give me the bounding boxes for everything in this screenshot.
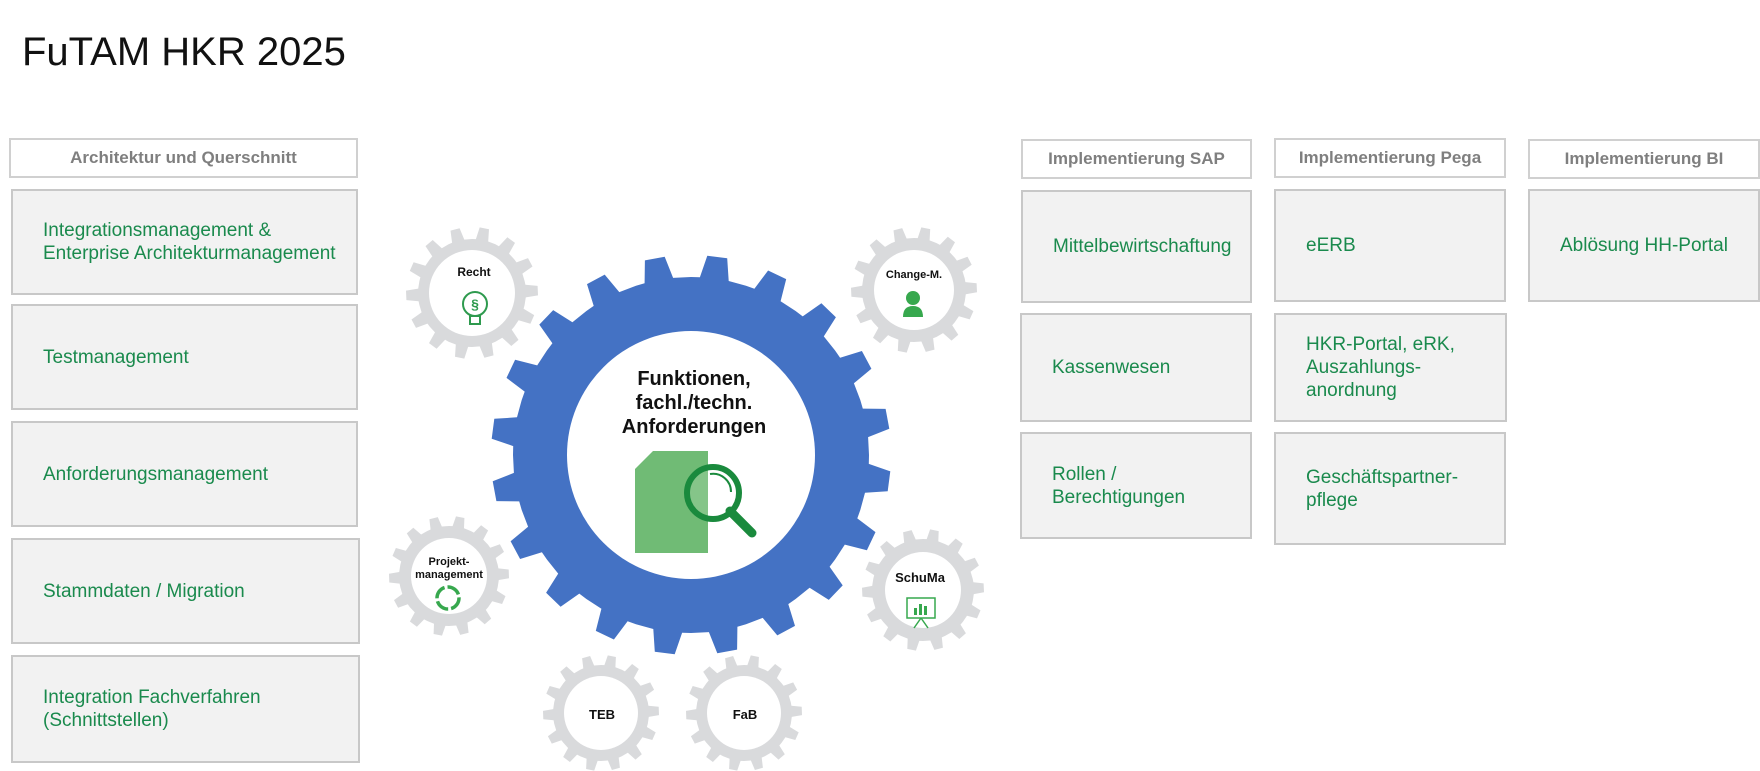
pega-item-hkr-portal: HKR-Portal, eRK, Auszahlungs- anordnung [1274,313,1507,422]
architecture-column-header: Architektur und Querschnitt [9,138,358,178]
document-search-icon [635,451,757,553]
gears-layer [389,227,984,771]
schuma-gear [862,529,984,651]
presentation-board-icon [906,597,936,629]
center-gear-line-3: Anforderungen [622,416,766,438]
recht-gear [406,227,538,359]
fab-label: FaB [733,707,758,722]
center-gear-line-1: Funktionen, [637,368,750,390]
lightbulb-paragraph-icon: § [462,291,488,325]
projekt-gear [389,516,509,636]
teb-gear [543,655,659,771]
architecture-item-stammdaten: Stammdaten / Migration [11,538,360,644]
architecture-item-testmanagement: Testmanagement [11,304,358,410]
cycle-icon [435,585,461,611]
bi-item-abloesung: Ablösung HH-Portal [1528,189,1760,302]
center-gear-line-2: fachl./techn. [636,392,753,414]
architecture-item-integrationsmanagement: Integrationsmanagement & Enterprise Arch… [11,189,358,295]
pega-item-eerb: eERB [1274,189,1506,302]
sap-column-header: Implementierung SAP [1021,139,1252,179]
projekt-label-line-2: management [415,569,483,581]
architecture-item-anforderungsmanagement: Anforderungsmanagement [11,421,358,527]
page-title: FuTAM HKR 2025 [22,30,346,74]
schuma-label: SchuMa [895,570,946,585]
sap-item-kassenwesen: Kassenwesen [1020,313,1252,422]
architecture-item-integration-fachverfahren: Integration Fachverfahren (Schnittstelle… [11,655,360,763]
sap-item-rollen: Rollen / Berechtigungen [1020,432,1252,539]
sap-item-mittelbewirtschaftung: Mittelbewirtschaftung [1021,190,1252,303]
change-label: Change-M. [886,269,942,281]
change-gear [851,227,977,353]
fab-gear [686,655,802,771]
teb-label: TEB [589,707,615,722]
projekt-label-line-1: Projekt- [429,556,470,568]
recht-label: Recht [457,265,490,279]
svg-text:§: § [471,296,479,312]
bi-column-header: Implementierung BI [1528,139,1760,179]
center-gear [491,255,891,655]
pega-item-geschaeftspartnerpflege: Geschäftspartner- pflege [1274,432,1506,545]
pega-column-header: Implementierung Pega [1274,138,1506,178]
person-icon [903,291,923,317]
